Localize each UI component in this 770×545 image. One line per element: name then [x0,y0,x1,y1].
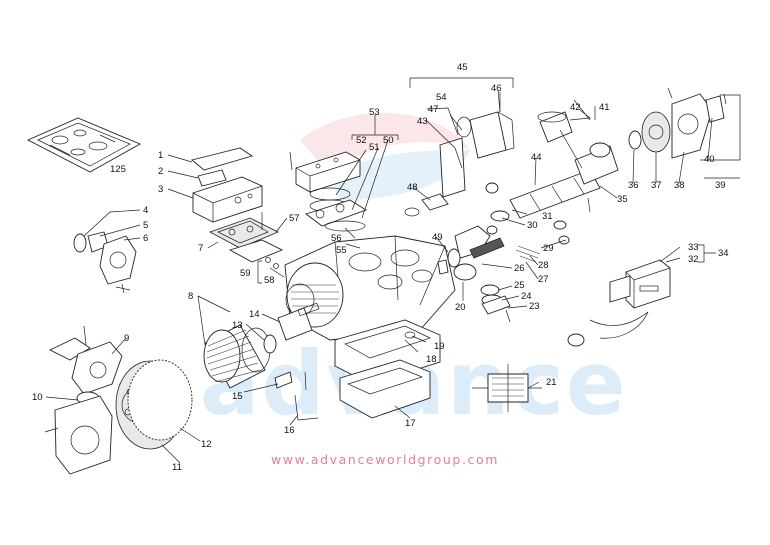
callout-48: 48 [407,182,418,193]
callout-17: 17 [405,418,416,429]
callout-49: 49 [432,232,443,243]
callout-58: 58 [264,275,275,286]
protection-module [567,259,671,347]
crankcase [284,235,456,341]
callout-40: 40 [704,154,715,165]
callout-56: 56 [331,233,342,244]
callout-53: 53 [369,107,380,118]
callout-37: 37 [651,180,662,191]
callout-46: 46 [491,83,502,94]
valve-plate-group [209,212,284,269]
leader-lines [45,77,741,464]
callout-labels: 1 2 3 4 5 6 7 8 9 10 11 12 13 14 15 16 1… [32,62,729,473]
callout-38: 38 [674,180,685,191]
callout-27: 27 [538,274,549,285]
callout-15: 15 [232,391,243,402]
callout-20: 20 [455,302,466,313]
bracket-lines [573,99,740,263]
callout-45: 45 [457,62,468,73]
oil-pan [334,319,441,419]
callout-25: 25 [514,280,525,291]
callout-21: 21 [546,377,557,388]
callout-13: 13 [232,320,243,331]
callout-19: 19 [434,341,445,352]
callout-59: 59 [240,268,251,279]
callout-52: 52 [356,135,367,146]
callout-14: 14 [249,309,260,320]
callout-43: 43 [417,116,428,127]
callout-10: 10 [32,392,43,403]
gasket-kit-label: 125 [110,164,126,175]
callout-47: 47 [428,104,439,115]
terminal-box-group [191,147,263,223]
website-url-watermark: www.advanceworldgroup.com [270,452,500,467]
callout-28: 28 [538,260,549,271]
crankshaft-group [486,111,619,235]
callout-5: 5 [143,220,148,231]
callout-1: 1 [158,150,163,161]
callout-42: 42 [570,102,581,113]
callout-30: 30 [527,220,538,231]
callout-12: 12 [201,439,212,450]
callout-23: 23 [529,301,540,312]
callout-35: 35 [617,194,628,205]
callout-8: 8 [188,291,193,302]
callout-39: 39 [715,180,726,191]
callout-57: 57 [289,213,300,224]
callout-36: 36 [628,180,639,191]
motor-end-cover [44,325,193,475]
oil-pump-group [437,220,570,323]
callout-7: 7 [198,243,203,254]
cylinder-head-group [289,151,368,232]
callout-11: 11 [172,462,182,473]
callout-2: 2 [158,166,163,177]
callout-16: 16 [284,425,295,436]
callout-50: 50 [383,135,394,146]
callout-9: 9 [124,333,129,344]
callout-18: 18 [426,354,437,365]
oil-pressure-valve-group [404,89,515,217]
callout-4: 4 [143,205,148,216]
callout-51: 51 [369,142,380,153]
callout-24: 24 [521,291,532,302]
suction-flange-group [73,231,137,294]
gasket-kit: 125 [26,117,142,175]
callout-32: 32 [688,254,699,265]
callout-31: 31 [542,211,553,222]
rotor-shaft [263,302,320,354]
callout-41: 41 [599,102,610,113]
callout-44: 44 [531,152,542,163]
callout-6: 6 [143,233,148,244]
callout-33: 33 [688,242,699,253]
callout-54: 54 [436,92,447,103]
callout-3: 3 [158,184,163,195]
callout-55: 55 [336,245,347,256]
callout-34: 34 [718,248,729,259]
callout-29: 29 [543,243,554,254]
callout-26: 26 [514,263,525,274]
shutoff-valve [472,364,542,412]
